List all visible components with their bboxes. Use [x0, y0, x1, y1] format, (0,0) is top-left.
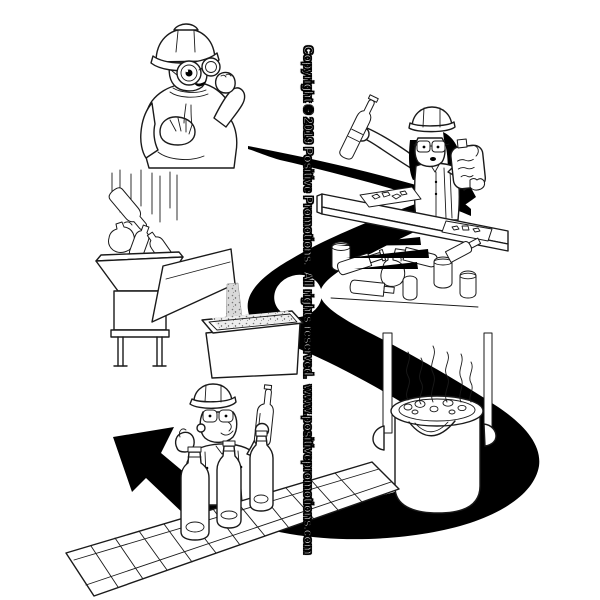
- new-bottle-icon: [180, 446, 210, 541]
- new-bottle-icon: [216, 440, 242, 529]
- furnace-lug-left: [372, 425, 385, 451]
- cullet-tray: [441, 220, 493, 242]
- arrow-s-band: [167, 186, 540, 540]
- hard-hat-icon: [155, 28, 216, 63]
- mascot-fist: [214, 71, 236, 94]
- new-bottle-icon: [249, 430, 274, 512]
- arrow-top-swoosh: [248, 146, 471, 216]
- inspector-mascot: [140, 23, 246, 169]
- hard-hat-icon: [411, 106, 453, 129]
- goggles-icon: [170, 57, 221, 86]
- mascot-upper-arm-right: [213, 87, 246, 128]
- sorting-worker: [339, 94, 487, 221]
- ear: [196, 423, 206, 433]
- melting-furnace: [372, 332, 497, 514]
- kangaroo-pocket: [157, 151, 205, 160]
- inspected-bottle-icon: [339, 94, 379, 160]
- falling-bottle-icon: [108, 187, 148, 231]
- heat-waves-icon: [406, 345, 473, 405]
- collected-glass-pile: [330, 237, 482, 308]
- crucible-body: [394, 411, 481, 514]
- cullet-tray: [359, 186, 422, 208]
- falling-bottles-into-crusher: [108, 169, 178, 264]
- jug-hand: [469, 178, 486, 191]
- crusher-hopper: [95, 251, 184, 367]
- arrow-curve-counter: [274, 274, 322, 318]
- arrow-speed-streaks: [336, 237, 429, 269]
- cullet-bin: [201, 310, 304, 379]
- bottle-conveyor: [65, 430, 400, 597]
- crucible-pour-lip: [408, 420, 456, 437]
- hood-collar: [169, 87, 209, 98]
- sorting-table: [316, 186, 509, 252]
- furnace-support-rods: [382, 332, 493, 434]
- hard-hat-icon: [193, 383, 233, 405]
- furnace-lug-right: [483, 423, 497, 447]
- mascot-smile: [193, 80, 207, 87]
- glass-shards: [371, 190, 408, 200]
- mascot-arm-left: [140, 102, 159, 159]
- drawstrings: [183, 103, 193, 126]
